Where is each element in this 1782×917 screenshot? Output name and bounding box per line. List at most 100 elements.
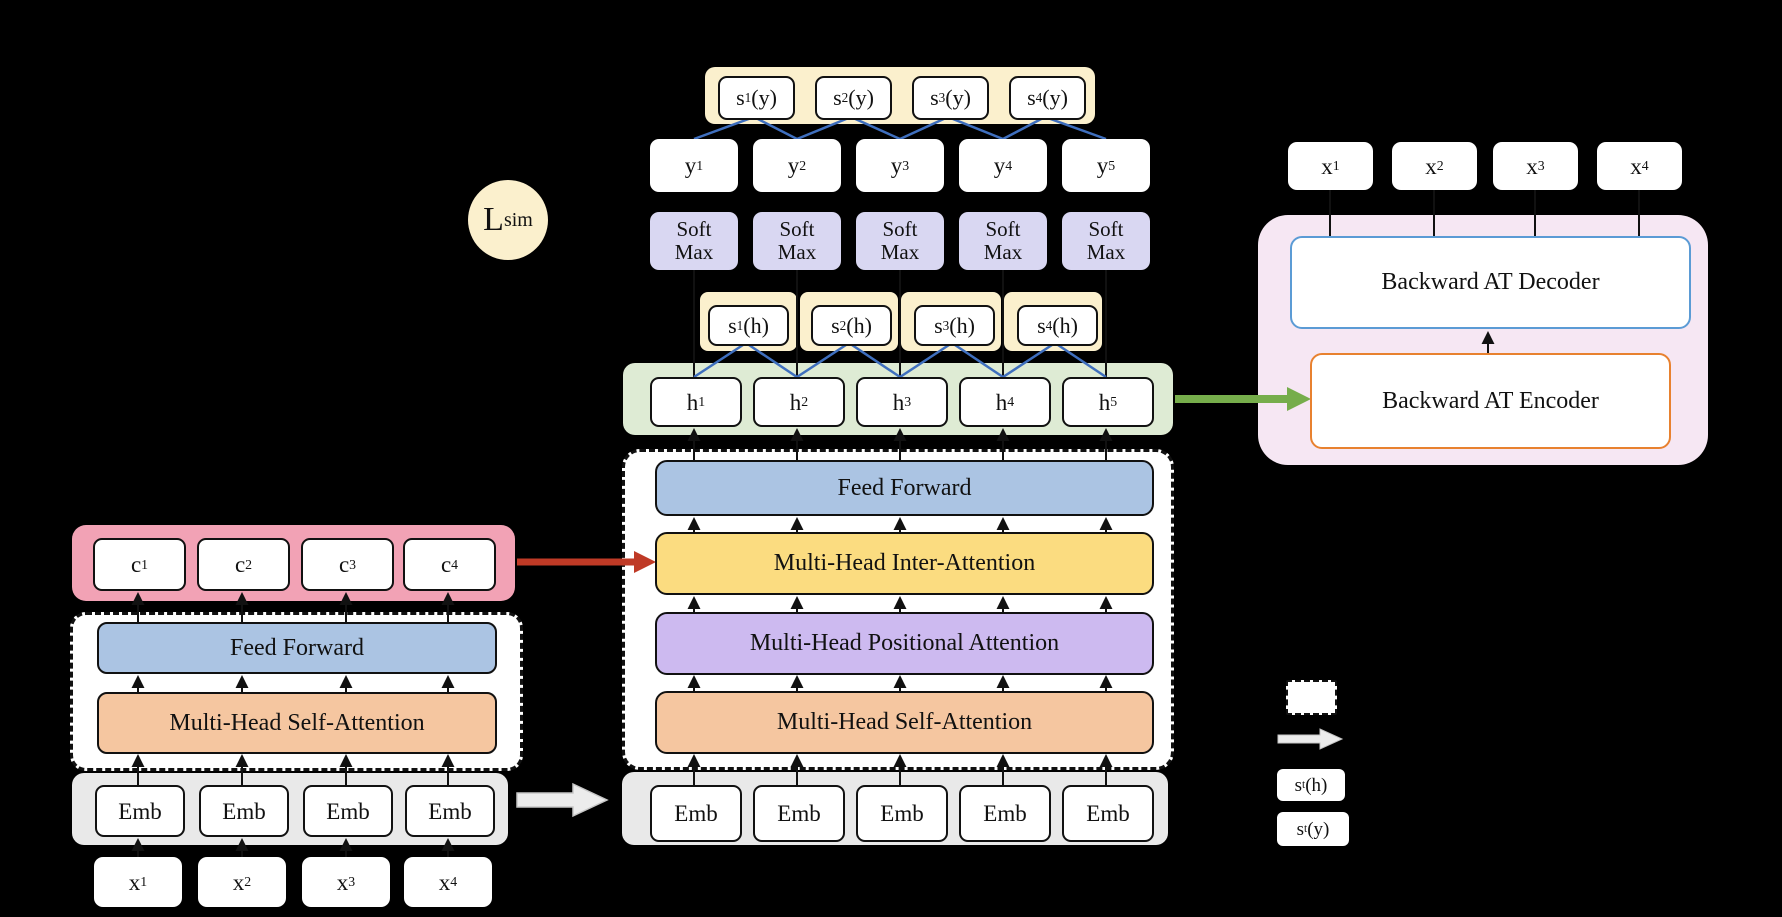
red-context-arrow (517, 551, 656, 573)
token-suffix: (h) (1052, 312, 1078, 338)
token-base: y (787, 153, 800, 178)
gray-emb-arrow (516, 782, 609, 818)
encoder-self-attention-bar: Multi-Head Self-Attention (97, 692, 497, 754)
token-base: c (440, 552, 452, 577)
softmax-line1: Soft (882, 217, 918, 242)
token-base: c (130, 552, 142, 577)
mid-emb-token-3: Emb (856, 785, 948, 842)
emb-label: Emb (1086, 801, 1130, 826)
backward-at-decoder-box: Backward AT Decoder (1290, 236, 1691, 329)
softmax-line2: Max (880, 240, 920, 264)
left-emb-token-1: Emb (95, 785, 185, 837)
token-base: y (890, 153, 903, 178)
x-to-decoder-lines (1329, 190, 1640, 238)
softmax-box-3: Soft Max (856, 212, 944, 270)
token-base: x (336, 869, 349, 895)
token-base: h (995, 389, 1008, 415)
softmax-box-1: Soft Max (650, 212, 738, 270)
token-base: s (1027, 85, 1036, 110)
token-base: h (789, 389, 802, 415)
softmax-line2: Max (1086, 240, 1126, 264)
token-base: h (892, 389, 905, 415)
left-emb-token-4: Emb (405, 785, 495, 837)
softmax-line2: Max (674, 240, 714, 264)
token-base: y (1096, 153, 1109, 178)
decoder-stack-arrows (687, 428, 1113, 785)
bar-label: Feed Forward (837, 474, 972, 501)
token-base: s (1037, 312, 1046, 338)
token-base: x (1321, 153, 1333, 179)
softmax-line2: Max (777, 240, 817, 264)
token-suffix: (y) (1042, 85, 1068, 110)
token-base: y (993, 153, 1006, 178)
token-base: s (1296, 818, 1305, 840)
token-suffix: (y) (751, 85, 777, 110)
legend-arrow-symbol (1277, 728, 1344, 750)
emb-label: Emb (880, 801, 924, 826)
token-base: y (684, 153, 697, 178)
y-sy-zigzag (693, 115, 1107, 141)
legend-dashed-container-symbol (1286, 680, 1337, 715)
token-base: x (1630, 153, 1642, 179)
token-base: s (930, 85, 939, 110)
mid-emb-token-5: Emb (1062, 785, 1154, 842)
token-base: s (1294, 774, 1303, 796)
token-base: c (234, 552, 246, 577)
bar-label: Feed Forward (230, 634, 364, 661)
token-base: s (736, 85, 745, 110)
decoder-inter-attention-bar: Multi-Head Inter-Attention (655, 532, 1154, 595)
token-suffix: (h) (1305, 774, 1328, 796)
encoder-stack-arrows (131, 592, 455, 857)
decoder-feed-forward-bar: Feed Forward (655, 460, 1154, 516)
mid-emb-token-4: Emb (959, 785, 1051, 842)
softmax-line1: Soft (779, 217, 815, 242)
token-suffix: (y) (848, 85, 874, 110)
token-suffix: (y) (1307, 818, 1330, 840)
left-emb-token-2: Emb (199, 785, 289, 837)
token-base: s (934, 312, 943, 338)
emb-label: Emb (674, 801, 718, 826)
green-hidden-arrow (1175, 387, 1311, 411)
softmax-box-5: Soft Max (1062, 212, 1150, 270)
emb-label: Emb (118, 798, 162, 824)
token-base: x (438, 869, 451, 895)
token-base: h (1098, 389, 1111, 415)
backward-at-encoder-box: Backward AT Encoder (1310, 353, 1671, 449)
emb-label: Emb (326, 798, 370, 824)
emb-label: Emb (777, 801, 821, 826)
softmax-line1: Soft (676, 217, 712, 242)
softmax-to-h-lines (693, 270, 1107, 377)
token-base: s (831, 312, 840, 338)
